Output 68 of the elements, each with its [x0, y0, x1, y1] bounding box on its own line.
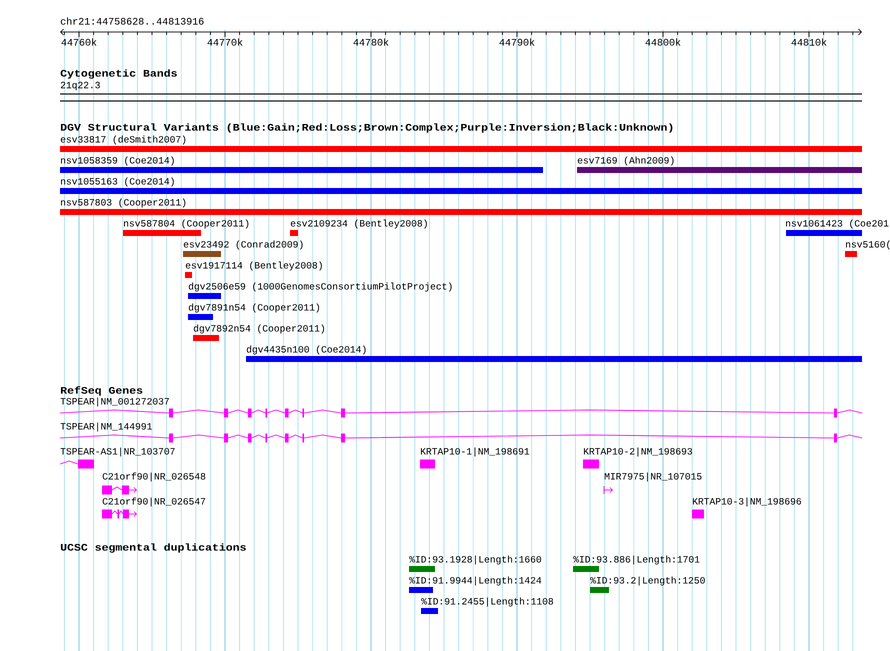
band-ideogram: 21q22.3 — [60, 82, 862, 102]
variant-bar: dgv7891n54 (Cooper2011) — [188, 304, 320, 320]
variant-bar: esv2109234 (Bentley2008) — [290, 220, 427, 236]
duplication-bar: %ID:91.9944|Length:1424 — [409, 576, 542, 593]
node-label: nsv1055163 (Coe2014) — [61, 178, 174, 186]
variant-bar: esv1917114 (Bentley2008) — [185, 262, 322, 278]
node-label: esv2109234 (Bentley2008) — [290, 220, 427, 228]
variant-bar: nsv1061423 (Coe201 — [786, 220, 888, 236]
node-label: dgv7892n54 (Cooper2011) — [194, 324, 324, 334]
duplication-bar: %ID:91.2455|Length:1108 — [421, 598, 554, 614]
node-label: %ID:93.1928|Length:1660 — [409, 556, 542, 564]
variant-bar: nsv5160( — [845, 240, 890, 257]
gene-model: KRTAP10-3|NM_198696 — [692, 498, 802, 518]
node-label: KRTAP10-2|NM_198693 — [584, 448, 692, 456]
node-label: nsv1061423 (Coe201 — [786, 220, 888, 228]
tick-label: 44770k — [208, 38, 242, 46]
gene-model: MIR7975|NR_107015 — [604, 472, 702, 494]
variant-bar: dgv7892n54 (Cooper2011) — [193, 324, 324, 341]
node-label: nsv5160( — [846, 240, 890, 250]
node-label: %ID:93.886|Length:1701 — [573, 556, 700, 564]
variant-bar: nsv1058359 (Coe2014) — [60, 156, 543, 173]
tick-label: 44800k — [646, 38, 680, 46]
node-label: nsv587804 (Cooper2011) — [124, 220, 248, 228]
node-label: KRTAP10-1|NM_198691 — [420, 448, 530, 456]
track-heading: DGV Structural Variants (Blue:Gain;Red:Loss;Brown:Complex;Purple:Inversion;Black:Unknown) — [60, 123, 672, 133]
tick-label: 44790k — [500, 38, 534, 46]
variant-bar: esv33817 (deSmith2007) — [60, 136, 862, 152]
variant-bar: nsv1055163 (Coe2014) — [60, 178, 862, 194]
gene-model: KRTAP10-1|NM_198691 — [420, 448, 530, 468]
tick-label: 44760k — [62, 38, 96, 46]
position-label: chr21:44758628..44813916 — [60, 17, 204, 25]
variant-bar: dgv2506e59 (1000GenomesConsortiumPilotProject) — [188, 282, 452, 299]
node-label: C21orf90|NR_026547 — [102, 498, 206, 506]
gene-model: C21orf90|NR_026547 — [102, 498, 206, 518]
variant-bar: dgv4435n100 (Coe2014) — [246, 346, 862, 362]
node-label: C21orf90|NR_026548 — [102, 472, 206, 482]
tick-label: 44780k — [354, 38, 388, 46]
node-label: %ID:91.9944|Length:1424 — [409, 576, 542, 586]
node-label: dgv2506e59 (1000GenomesConsortiumPilotProject) — [188, 282, 452, 292]
track-heading: UCSC segmental duplications — [60, 543, 246, 553]
variant-bar: esv7169 (Ahn2009) — [577, 156, 862, 173]
gene-model: TSPEAR|NM_001272037 — [60, 398, 862, 418]
node-label: TSPEAR|NM_001272037 — [60, 398, 169, 406]
node-label: TSPEAR-AS1|NR_103707 — [60, 448, 175, 456]
node-label: nsv1058359 (Coe2014) — [61, 156, 174, 166]
duplication-bar: %ID:93.1928|Length:1660 — [409, 556, 542, 572]
tick-label: 44810k — [792, 38, 826, 46]
variant-bar: nsv587803 (Cooper2011) — [60, 198, 862, 215]
node-label: esv33817 (deSmith2007) — [60, 136, 186, 144]
gene-model: C21orf90|NR_026548 — [102, 472, 206, 494]
duplication-bar: %ID:93.2|Length:1250 — [590, 576, 705, 593]
node-label: esv1917114 (Bentley2008) — [186, 262, 322, 270]
node-label: %ID:93.2|Length:1250 — [590, 576, 705, 586]
gene-model: TSPEAR|NM_144991 — [60, 422, 862, 442]
track-heading: RefSeq Genes — [60, 386, 142, 396]
node-label: dgv7891n54 (Cooper2011) — [188, 304, 320, 312]
duplication-bar: %ID:93.886|Length:1701 — [573, 556, 700, 572]
gene-model: TSPEAR-AS1|NR_103707 — [60, 448, 175, 468]
node-label: %ID:91.2455|Length:1108 — [421, 598, 554, 606]
variant-bar: nsv587804 (Cooper2011) — [123, 220, 248, 236]
gene-model: KRTAP10-2|NM_198693 — [583, 448, 692, 468]
node-label: TSPEAR|NM_144991 — [60, 422, 152, 432]
node-label: esv23492 (Conrad2009) — [184, 240, 303, 250]
node-label: esv7169 (Ahn2009) — [578, 156, 674, 166]
node-label: dgv4435n100 (Coe2014) — [246, 346, 366, 354]
node-label: KRTAP10-3|NM_198696 — [692, 498, 802, 506]
variant-bar: esv23492 (Conrad2009) — [183, 240, 303, 257]
node-label: nsv587803 (Cooper2011) — [61, 198, 186, 208]
